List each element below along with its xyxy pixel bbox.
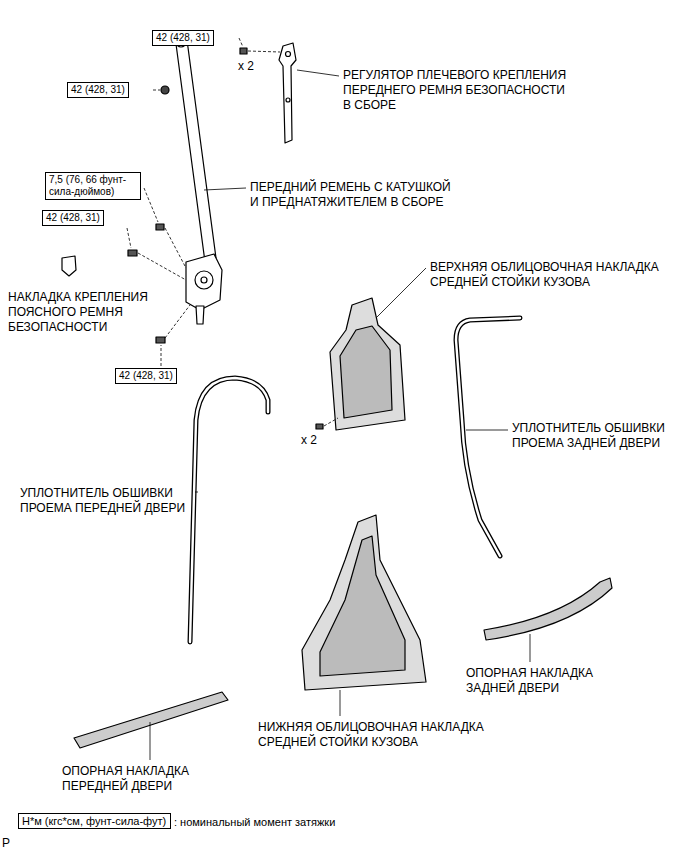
torque-value: 42 (428, 31) xyxy=(119,370,173,382)
bolt xyxy=(240,48,247,54)
torque-box: 42 (428, 31) xyxy=(115,368,177,384)
leader-line xyxy=(195,492,198,493)
part-label: УПЛОТНИТЕЛЬ ОБШИВКИ ПРОЕМА ЗАДНЕЙ ДВЕРИ xyxy=(512,421,665,451)
part-label: ПЕРЕДНИЙ РЕМЕНЬ С КАТУШКОЙ И ПРЕДНАТЯЖИТ… xyxy=(250,180,451,210)
leader-line xyxy=(127,228,131,248)
part-label: : номинальный момент затяжки xyxy=(174,815,335,830)
leader-line xyxy=(466,430,508,431)
hole xyxy=(286,52,291,57)
part-label: РЕГУЛЯТОР ПЛЕЧЕВОГО КРЕПЛЕНИЯ ПЕРЕДНЕГО … xyxy=(343,68,566,113)
leader-line xyxy=(324,418,338,426)
part-label: УПЛОТНИТЕЛЬ ОБШИВКИ ПРОЕМА ПЕРЕДНЕЙ ДВЕР… xyxy=(20,486,185,516)
torque-box: Н*м (кгс*см, фунт-сила-фут) xyxy=(18,813,171,829)
torque-box: 42 (428, 31) xyxy=(67,82,129,98)
bolt xyxy=(161,86,169,94)
leader-line xyxy=(144,188,158,222)
part-label: ОПОРНАЯ НАКЛАДКА ПЕРЕДНЕЙ ДВЕРИ xyxy=(62,764,189,794)
leader-line xyxy=(138,253,186,280)
retractor-tail xyxy=(196,306,204,324)
leader-line xyxy=(530,634,531,662)
retractor-spool xyxy=(195,271,213,289)
leader-line xyxy=(340,690,341,716)
torque-value: 42 (428, 31) xyxy=(46,212,100,224)
torque-value: 42 (428, 31) xyxy=(71,84,125,96)
rear-weatherstrip xyxy=(456,318,520,556)
trim-detail xyxy=(320,536,405,676)
leader-line xyxy=(165,228,186,268)
rear-scuff-plate xyxy=(484,578,612,640)
leader-line xyxy=(239,38,243,47)
retractor xyxy=(186,254,222,310)
torque-box: 7,5 (76, 66 фунт-сила-дюймов) xyxy=(45,172,141,200)
leader-line xyxy=(150,722,151,760)
hole xyxy=(286,98,290,102)
bolt xyxy=(156,337,165,343)
leader-line xyxy=(165,305,190,338)
part-label: НАКЛАДКА КРЕПЛЕНИЯ ПОЯСНОГО РЕМНЯ БЕЗОПА… xyxy=(8,290,148,335)
front-weatherstrip-core xyxy=(190,378,268,642)
part-label: x 2 xyxy=(300,433,318,448)
leader-line xyxy=(161,345,162,366)
front-scuff-plate xyxy=(74,692,228,748)
part-label: ВЕРХНЯЯ ОБЛИЦОВОЧНАЯ НАКЛАДКА СРЕДНЕЙ СТ… xyxy=(430,260,659,290)
front-weatherstrip xyxy=(190,378,268,642)
torque-box: 42 (428, 31) xyxy=(42,210,104,226)
seat-belt-strap xyxy=(176,40,216,262)
trim-detail xyxy=(340,326,392,418)
part-label: НИЖНЯЯ ОБЛИЦОВОЧНАЯ НАКЛАДКА СРЕДНЕЙ СТО… xyxy=(258,720,484,750)
part-label: x 2 xyxy=(237,59,255,74)
screw xyxy=(316,424,323,429)
leader-line xyxy=(376,268,426,318)
part-label: P xyxy=(2,836,10,851)
lower-pillar-trim xyxy=(302,515,426,690)
leader-line xyxy=(204,188,246,190)
upper-pillar-trim xyxy=(330,298,405,430)
torque-value: Н*м (кгс*см, фунт-сила-фут) xyxy=(22,815,167,827)
torque-value: 7,5 (76, 66 фунт-сила-дюймов) xyxy=(49,174,137,198)
shoulder-adjuster xyxy=(279,43,296,143)
retractor-hub xyxy=(201,277,207,283)
anchor-cover xyxy=(62,256,76,276)
leader-line xyxy=(153,90,160,91)
bolt xyxy=(128,250,137,256)
torque-box: 42 (428, 31) xyxy=(152,30,214,46)
rear-weatherstrip-core xyxy=(456,318,520,556)
leader-line xyxy=(297,70,339,76)
bolt xyxy=(156,224,164,230)
leader-line xyxy=(248,51,280,52)
torque-value: 42 (428, 31) xyxy=(156,32,210,44)
part-label: ОПОРНАЯ НАКЛАДКА ЗАДНЕЙ ДВЕРИ xyxy=(466,666,593,696)
